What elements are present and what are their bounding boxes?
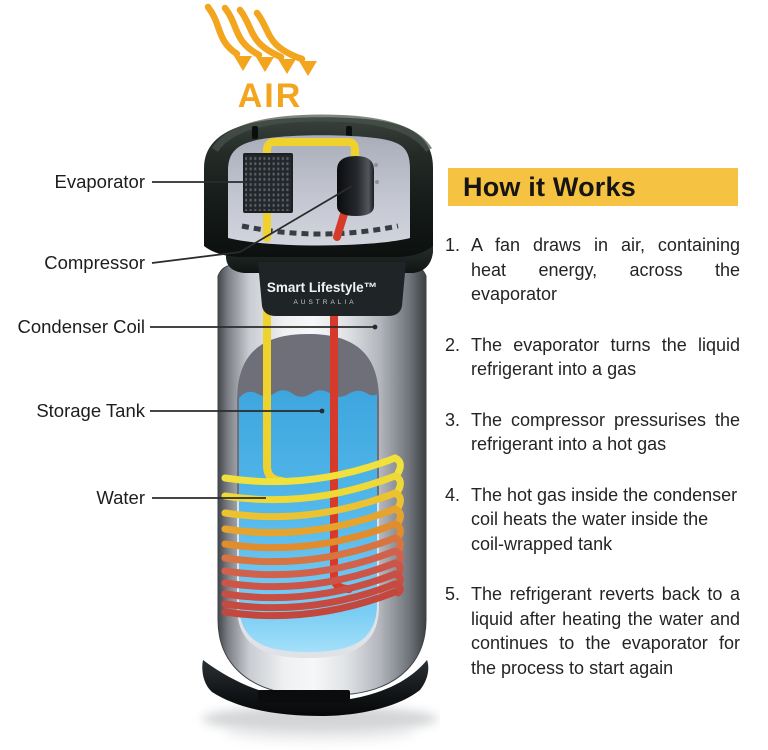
leader-dot <box>319 408 325 414</box>
leader-compressor <box>151 185 353 264</box>
air-arrow <box>221 4 263 59</box>
step-text: The refrigerant reverts back to a liquid… <box>471 584 740 678</box>
base-plate <box>258 690 350 703</box>
step-text: The compressor pressurises the refrigera… <box>471 409 740 455</box>
air-arrow <box>236 6 285 61</box>
step-item-3: 3. The compressor pressurises the refrig… <box>444 408 740 457</box>
label-evaporator: Evaporator <box>55 171 146 192</box>
brand-badge <box>258 262 406 316</box>
step-number: 2. <box>445 334 461 355</box>
heat-pump-illustration: Smart Lifestyle™ AUSTRALIA Evaporator Co… <box>17 3 438 743</box>
air-arrow <box>204 3 241 58</box>
air-arrow <box>253 9 306 63</box>
label-water: Water <box>96 487 145 508</box>
label-compressor: Compressor <box>44 252 145 273</box>
leader-lines <box>150 181 375 499</box>
step-number: 4. <box>445 484 461 505</box>
step-item-2: 2. The evaporator turns the liquid refri… <box>444 333 740 382</box>
label-storage-tank: Storage Tank <box>36 400 145 421</box>
part-labels: Evaporator Compressor Condenser Coil Sto… <box>17 171 145 508</box>
how-it-works-title: How it Works <box>463 172 636 202</box>
step-item-4: 4. The hot gas inside the condenser coil… <box>444 483 740 557</box>
evaporator-block <box>243 153 293 213</box>
how-it-works-panel: How it Works 1. A fan draws in air, cont… <box>444 0 742 750</box>
steps-list: 1. A fan draws in air, containing heat e… <box>444 233 740 706</box>
red-pipe-stub <box>333 210 348 241</box>
step-item-1: 1. A fan draws in air, containing heat e… <box>444 233 740 307</box>
label-condenser-coil: Condenser Coil <box>17 316 145 337</box>
step-number: 1. <box>445 235 461 255</box>
step-text: The evaporator turns the liquid refriger… <box>471 334 740 380</box>
air-label: AIR <box>238 77 303 115</box>
vent-slats <box>241 223 399 237</box>
step-number: 3. <box>445 409 461 430</box>
step-text: The hot gas inside the condenser coil he… <box>471 484 738 554</box>
brand-name: Smart Lifestyle™ <box>267 280 377 295</box>
air-arrowheads <box>234 56 317 76</box>
yellow-pipe-cap-run <box>263 138 359 242</box>
step-number: 5. <box>445 584 461 604</box>
air-flow-icon <box>204 3 306 63</box>
compressor-unit <box>337 156 379 216</box>
floor-reflection <box>225 723 415 743</box>
top-housing-slit <box>252 126 258 139</box>
step-text: A fan draws in air, containing heat ener… <box>471 235 740 304</box>
brand-country: AUSTRALIA <box>293 299 356 306</box>
top-housing-rim <box>212 114 432 153</box>
leader-dot <box>372 324 378 330</box>
step-item-5: 5. The refrigerant reverts back to a liq… <box>444 582 740 680</box>
how-it-works-title-box: How it Works <box>448 168 738 206</box>
top-housing-slit <box>346 126 352 139</box>
